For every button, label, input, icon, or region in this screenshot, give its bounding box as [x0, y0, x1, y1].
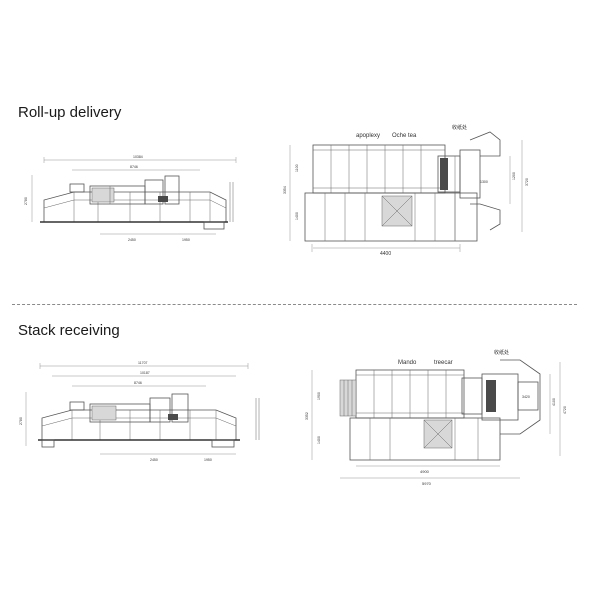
- roll-up-delivery-title: Roll-up delivery: [18, 104, 122, 121]
- side1-base2-dim: 1950: [182, 238, 190, 242]
- top2-inner-dim: 3420: [522, 395, 530, 399]
- top2-bottom-dim: 5970: [422, 481, 432, 486]
- side1-base1-dim: 2450: [128, 238, 136, 242]
- side2-mid-dim: 8746: [134, 381, 142, 385]
- side2-height-dim: 2780: [19, 417, 23, 425]
- top1-right1-dim: 3720: [525, 178, 529, 186]
- top1-bottom-dim: 4400: [380, 251, 391, 257]
- stack-receiving-title: Stack receiving: [18, 322, 120, 339]
- label-oche-tea: Oche tea: [392, 133, 417, 139]
- top2-left-upper-dim: 1900: [317, 392, 321, 400]
- top2-right2-dim: 4100: [552, 398, 556, 406]
- stack-side-view: 11707 10187 8746 2780 2450 1950: [19, 361, 260, 462]
- roll-up-top-view: apoplexy Oche tea 收纸处 3354 1: [283, 124, 529, 257]
- side2-base1-dim: 2450: [150, 458, 158, 462]
- top2-left-total-dim: 3352: [305, 412, 309, 420]
- top1-left-lower-dim: 1400: [295, 212, 299, 220]
- label-treecar: treecar: [434, 360, 453, 366]
- label-receive-area-2: 收纸处: [494, 349, 509, 356]
- roll-up-side-view: 10384 8746 2780 2450 1950: [24, 155, 237, 242]
- label-apoplexy: apoplexy: [356, 133, 380, 139]
- label-mando: Mando: [398, 360, 417, 366]
- stack-top-view: Mando treecar 收纸处 3352 1900 1: [305, 349, 567, 486]
- side2-inner-dim: 10187: [140, 371, 150, 375]
- side1-overall-dim: 10384: [133, 155, 143, 159]
- side2-base2-dim: 1950: [204, 458, 212, 462]
- top2-right1-dim: 4720: [563, 406, 567, 414]
- side2-overall-dim: 11707: [138, 361, 148, 365]
- top2-left-lower-dim: 1400: [317, 436, 321, 444]
- top1-left-upper-dim: 1100: [295, 164, 299, 172]
- section-divider: [12, 304, 577, 305]
- side1-inner-dim: 8746: [130, 165, 138, 169]
- side1-height-dim: 2780: [24, 197, 28, 205]
- top2-inner-bottom-dim: 4900: [420, 469, 430, 474]
- top1-right2-dim: 1200: [512, 172, 516, 180]
- top1-left-total-dim: 3354: [283, 186, 287, 194]
- label-receive-area: 收纸处: [452, 124, 467, 131]
- top1-inner-dim: 1300: [480, 180, 488, 184]
